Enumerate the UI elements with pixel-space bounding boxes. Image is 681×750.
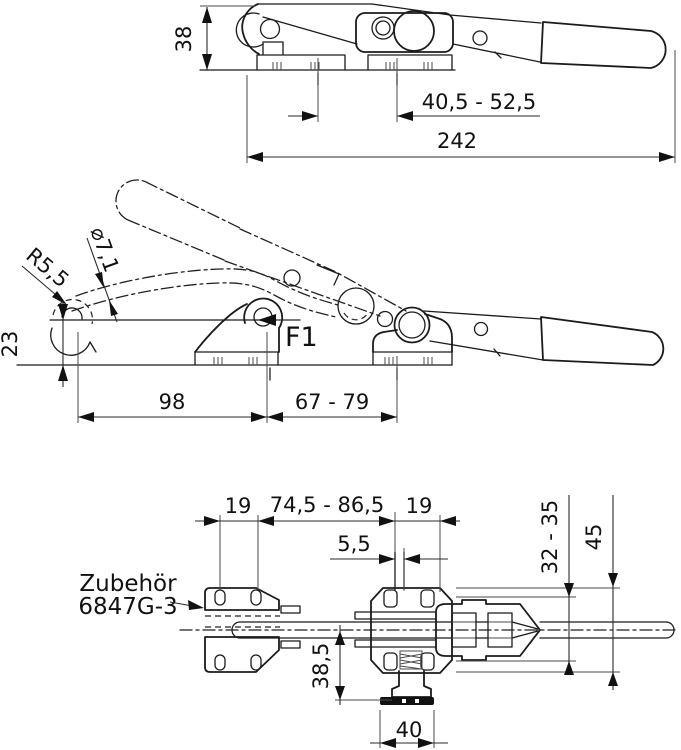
rod-open-top xyxy=(75,268,339,306)
dim-hook-radius: R5,5 xyxy=(21,243,73,292)
dim-adjust-range: 40,5 - 52,5 xyxy=(422,90,536,114)
bracket-plate-lower xyxy=(204,636,280,673)
dim-hook-height: 23 xyxy=(0,331,22,358)
base-pad-left xyxy=(256,54,346,71)
side-view: F1 ⌀7,1 R5,5 23 98 67 - 79 xyxy=(0,179,665,423)
dim-clamping-range: 67 - 79 xyxy=(295,390,369,414)
dim-hole-pitch-left: 19 xyxy=(225,494,252,518)
accessory-label-line2: 6847G-3 xyxy=(78,594,177,620)
hex-nuts xyxy=(451,612,513,648)
dim-pad-width: 40 xyxy=(396,718,423,742)
side-pad-left xyxy=(194,351,279,366)
front-hook xyxy=(243,297,284,353)
catch-hidden-arc xyxy=(52,298,94,325)
turnbuckle-outline xyxy=(435,599,541,661)
accessory-label-line1: Zubehör xyxy=(79,571,177,597)
body-front-slope xyxy=(194,303,248,353)
dim-bottom-adjust-range: 74,5 - 86,5 xyxy=(270,493,384,517)
lever-closed xyxy=(423,310,544,361)
dim-force: F1 xyxy=(285,322,318,353)
foot-pad xyxy=(380,697,434,705)
rod-right xyxy=(539,621,675,639)
accessory-leader-arrow xyxy=(188,600,204,610)
dim-spindle-depth: 38,5 xyxy=(309,643,333,690)
lever-bar-top xyxy=(371,3,542,24)
link-bars xyxy=(354,611,437,648)
dim-hole-row-range: 32 - 35 xyxy=(538,500,562,574)
handle-open xyxy=(115,179,241,261)
pivot-pin-hole xyxy=(259,18,281,40)
pivot-body xyxy=(355,12,454,53)
clamp-body-flange xyxy=(370,587,453,674)
handle-grip-top xyxy=(540,21,667,69)
dim-slot-width: 5,5 xyxy=(337,532,370,556)
lever-edge xyxy=(262,16,358,45)
dim-body-height: 38 xyxy=(172,26,196,53)
rod-open-bottom xyxy=(71,282,337,318)
handle-grip-side xyxy=(540,316,665,366)
bottom-view: 19 74,5 - 86,5 19 5,5 32 - 35 45 38,5 40… xyxy=(78,493,679,748)
roller-side xyxy=(337,287,375,325)
side-pad-right xyxy=(372,351,453,366)
bracket-plate-upper xyxy=(204,587,280,611)
top-view: 38 40,5 - 52,5 242 xyxy=(172,3,676,163)
spindle-foot xyxy=(391,670,432,698)
dim-overall-length: 242 xyxy=(437,129,477,153)
pivot-side xyxy=(393,306,431,344)
slot-edges xyxy=(394,551,405,591)
force-arrow-head xyxy=(258,314,276,326)
roller xyxy=(393,10,435,52)
lever-hole xyxy=(472,30,488,46)
catch-hook xyxy=(50,327,97,356)
spring-section xyxy=(399,650,423,670)
dim-plate-span: 45 xyxy=(582,524,606,551)
dim-hook-distance: 98 xyxy=(159,390,186,414)
base-pad-right xyxy=(367,54,453,71)
left-cap xyxy=(241,3,260,55)
dim-hole-pitch-right: 19 xyxy=(406,494,433,518)
